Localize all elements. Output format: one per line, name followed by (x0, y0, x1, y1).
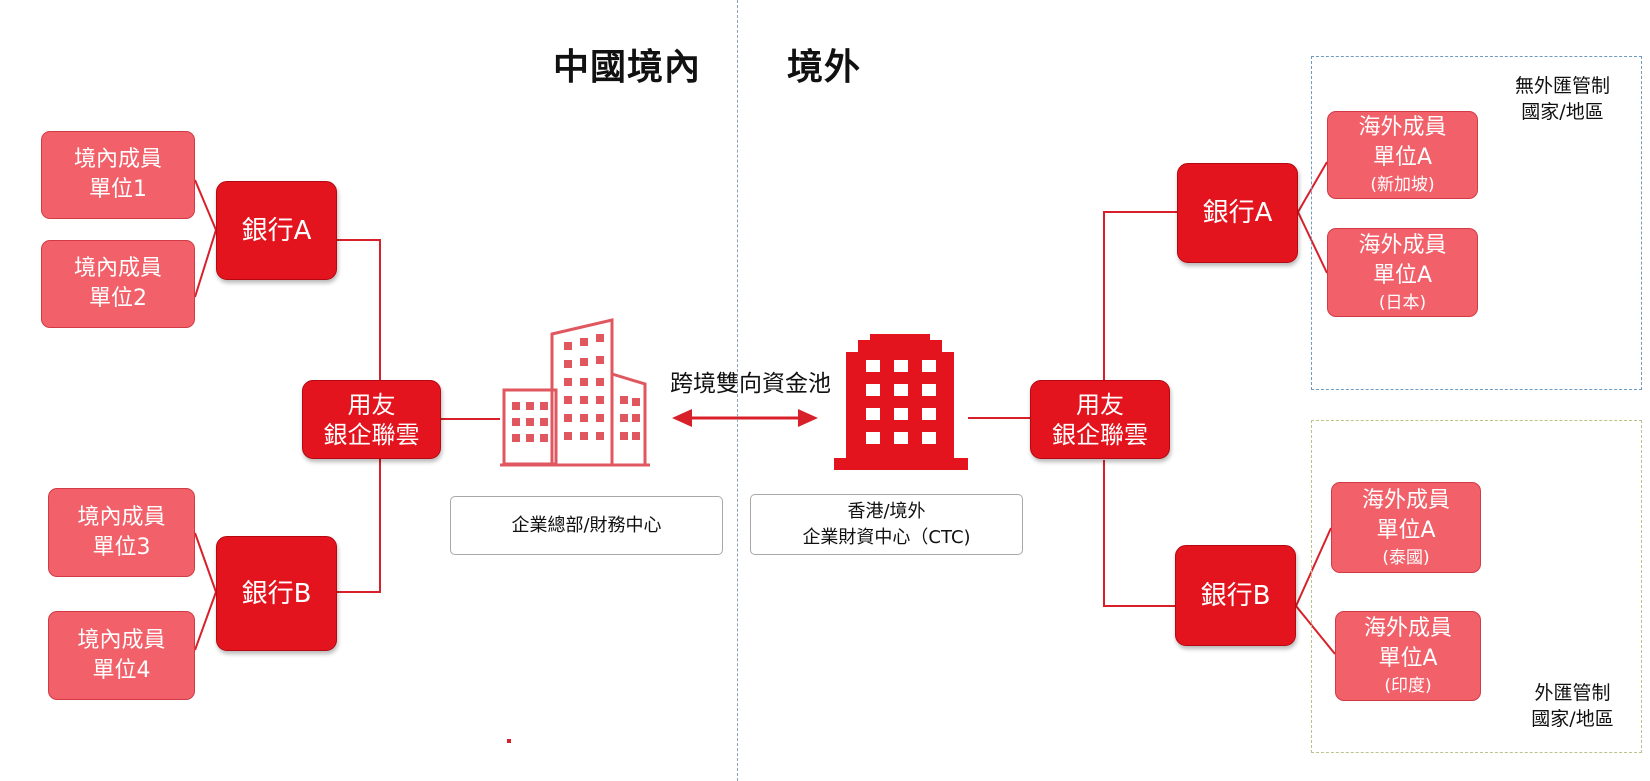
double-arrow-icon (672, 409, 818, 427)
link-bank-b-thailand (1295, 527, 1332, 607)
overseas-bank-b[interactable]: 銀行B (1175, 545, 1296, 646)
hq-caption: 企業總部/財務中心 (450, 496, 723, 555)
member-line1: 海外成員 (1361, 487, 1450, 513)
region-no-fx-control-label: 無外匯管制 國家/地區 (1500, 73, 1625, 125)
region-no-fx-control (1311, 56, 1642, 390)
link-member1-bank-a (194, 179, 217, 231)
hq-caption-text: 企業總部/財務中心 (511, 514, 662, 536)
member-line1: 境內成員 (73, 256, 162, 281)
member-line2: 單位A (1372, 145, 1433, 170)
pool-label: 跨境雙向資金池 (670, 371, 831, 397)
ctc-caption: 香港/境外 企業財資中心（CTC) (750, 494, 1023, 555)
platform-line1: 用友 (347, 390, 396, 419)
bank-label: 銀行A (241, 215, 312, 246)
link-platform-bank-a (1103, 211, 1177, 380)
bank-label: 銀行A (1202, 198, 1273, 228)
link-member3-bank-b (194, 532, 217, 593)
domestic-member-1[interactable]: 境內成員 單位1 (41, 131, 195, 219)
overseas-member-japan[interactable]: 海外成員 單位A (日本) (1327, 228, 1478, 317)
member-line1: 境內成員 (77, 627, 166, 653)
domestic-member-3[interactable]: 境內成員 單位3 (48, 488, 195, 577)
platform-line2: 銀企聯雲 (1052, 420, 1148, 449)
domestic-member-2[interactable]: 境內成員 單位2 (41, 240, 195, 328)
link-bank-a-japan (1297, 211, 1328, 274)
member-line1: 海外成員 (1363, 616, 1452, 641)
member-line2: 單位3 (92, 534, 151, 560)
overseas-member-thailand[interactable]: 海外成員 單位A (泰國) (1331, 482, 1481, 573)
heading-overseas: 境外 (787, 47, 862, 88)
overseas-member-singapore[interactable]: 海外成員 單位A (新加坡) (1327, 111, 1478, 199)
ctc-caption-line1: 香港/境外 (847, 500, 926, 522)
platform-line2: 銀企聯雲 (323, 420, 420, 449)
region-label-line1: 外匯管制 (1534, 682, 1611, 704)
link-member4-bank-b (194, 591, 217, 651)
domestic-platform[interactable]: 用友 銀企聯雲 (302, 380, 441, 459)
platform-line1: 用友 (1076, 390, 1124, 419)
office-towers-icon (500, 318, 650, 467)
region-label-line2: 國家/地區 (1521, 101, 1604, 123)
member-country: (新加坡) (1370, 175, 1435, 195)
domestic-bank-b[interactable]: 銀行B (216, 536, 337, 651)
heading-domestic: 中國境內 (553, 47, 702, 88)
member-line1: 海外成員 (1358, 232, 1447, 258)
link-bank-a-singapore (1297, 161, 1328, 213)
member-line2: 單位2 (89, 286, 147, 311)
member-line2: 單位A (1372, 262, 1433, 288)
overseas-bank-a[interactable]: 銀行A (1177, 163, 1298, 263)
bank-label: 銀行B (241, 578, 312, 609)
border-divider (737, 0, 738, 781)
link-member2-bank-a (194, 229, 217, 298)
office-building-icon (834, 334, 968, 470)
member-line1: 海外成員 (1358, 115, 1447, 140)
member-line2: 單位4 (92, 657, 151, 683)
member-line1: 境內成員 (77, 504, 166, 530)
domestic-bank-a[interactable]: 銀行A (216, 181, 337, 280)
member-line2: 單位A (1378, 646, 1438, 671)
ctc-caption-line2: 企業財資中心（CTC) (802, 526, 971, 548)
overseas-platform[interactable]: 用友 銀企聯雲 (1030, 380, 1170, 459)
stray-dot (507, 739, 511, 743)
link-bank-b-india (1295, 605, 1336, 655)
member-country: (日本) (1378, 292, 1427, 313)
region-label-line2: 國家/地區 (1531, 708, 1614, 730)
region-fx-control-label: 外匯管制 國家/地區 (1515, 680, 1630, 732)
region-label-line1: 無外匯管制 (1514, 75, 1610, 97)
member-country: (印度) (1384, 676, 1432, 696)
member-line1: 境內成員 (73, 147, 162, 172)
overseas-member-india[interactable]: 海外成員 單位A (印度) (1335, 611, 1481, 701)
domestic-member-4[interactable]: 境內成員 單位4 (48, 611, 195, 700)
bank-label: 銀行B (1200, 580, 1271, 611)
link-platform-bank-b (1103, 460, 1175, 607)
member-line2: 單位1 (89, 177, 147, 202)
member-line2: 單位A (1376, 517, 1436, 543)
member-country: (泰國) (1382, 547, 1430, 568)
region-fx-control (1311, 420, 1642, 753)
